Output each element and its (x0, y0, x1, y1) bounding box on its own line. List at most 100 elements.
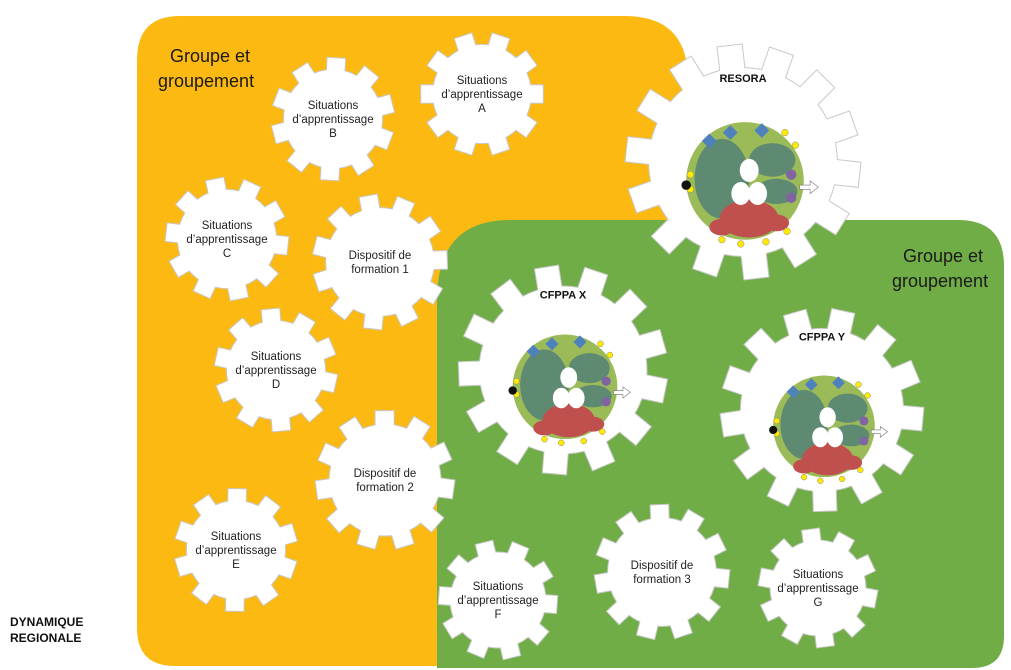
gear-resora-organism-yellow-node (791, 141, 800, 149)
gear-situations-e-label-line1: Situations (211, 531, 262, 543)
gear-resora-title: RESORA (719, 73, 766, 85)
gear-cfppa-y-organism-red-right (840, 455, 863, 470)
label-layer: Situationsd’apprentissageASituationsd’ap… (186, 73, 858, 621)
gear-situations-c-label-line3: C (223, 248, 231, 260)
gear-dispositif-2 (314, 410, 456, 550)
gear-situations-c-label-line2: d’apprentissage (186, 234, 267, 246)
gear-dispositif-1-label-line1: Dispositif de (349, 250, 412, 262)
gear-dispositif-1-shape (311, 193, 449, 331)
gear-resora-organism-purple-node (785, 192, 797, 203)
gear-cfppa-y-organism-yellow-node (864, 392, 871, 399)
gear-cfppa-y-organism-right-lobe (827, 393, 868, 423)
gear-situations-a-shape (420, 32, 544, 156)
gear-situations-f-label-line3: F (494, 609, 501, 621)
gear-situations-b-label-line3: B (329, 128, 337, 140)
gear-cfppa-y-organism-yellow-node (857, 466, 864, 474)
gear-situations-d-label-line1: Situations (251, 351, 302, 363)
gear-resora-organism-yellow-node (718, 236, 726, 244)
gear-situations-c-label-line1: Situations (202, 220, 253, 232)
gear-cfppa-y-organism-yellow-node (800, 474, 808, 481)
gear-cfppa-x-organism-black-node (508, 386, 517, 395)
gear-cfppa-x-organism-yellow-node (580, 437, 587, 445)
gear-resora-organism-yellow-node (686, 170, 695, 179)
gear-situations-a-label-line1: Situations (457, 75, 508, 87)
gear-cfppa-x-organism-yellow-node (606, 351, 614, 359)
gear-cfppa-x-organism-red-right (581, 416, 605, 432)
gear-situations-d-label-line3: D (272, 379, 280, 391)
gear-cfppa-y-organism-icon (769, 375, 889, 484)
gear-situations-f-label-line2: d’apprentissage (457, 595, 538, 607)
yellow-region-title-line2: groupement (158, 71, 254, 91)
gear-cfppa-x-organism-blue-node (573, 335, 587, 349)
gear-cfppa-x-organism-arrow (613, 386, 631, 399)
gear-dispositif-1-label-line2: formation 1 (351, 264, 409, 276)
gear-situations-f-label-line1: Situations (473, 581, 524, 593)
gear-layer (164, 32, 925, 661)
gear-situations-c (164, 176, 290, 302)
gear-dispositif-1 (311, 193, 449, 331)
gear-resora-organism-yellow-node (781, 128, 789, 137)
gear-dispositif-2-label-line1: Dispositif de (354, 468, 417, 480)
gear-cfppa-y-organism-yellow-node (855, 381, 862, 388)
yellow-region-title-line1: Groupe et (170, 46, 250, 66)
gear-resora-organism-yellow-node (762, 238, 770, 246)
gear-cfppa-y-organism-purple-node (859, 436, 869, 446)
gear-cfppa-x-organism-blue-node (526, 344, 540, 358)
gear-situations-e-label-line3: E (232, 559, 240, 571)
gear-situations-g-label-line2: d’apprentissage (777, 583, 858, 595)
gear-dispositif-2-shape (314, 410, 456, 550)
green-region-title-line1: Groupe et (903, 246, 983, 266)
gear-cfppa-y-organism-yellow-node (838, 475, 846, 483)
gear-cfppa-y-title: CFPPA Y (799, 332, 846, 344)
gear-situations-e-shape (173, 487, 299, 613)
gear-cfppa-x-organism-white-left (552, 387, 570, 409)
gear-dispositif-3-label-line1: Dispositif de (631, 560, 694, 572)
gear-dispositif-2-label-line2: formation 2 (356, 482, 414, 494)
gear-situations-e-label-line2: d’apprentissage (195, 545, 276, 557)
gear-situations-d (213, 307, 339, 433)
gear-cfppa-y-organism-red-left (793, 459, 815, 474)
gear-cfppa-x-organism-icon (508, 334, 631, 447)
gear-resora-organism-red-right (763, 214, 790, 232)
gear-resora-organism-white-left (731, 181, 751, 206)
footer-line2: REGIONALE (10, 631, 82, 645)
gear-cfppa-x-organism-yellow-node (558, 439, 565, 447)
gear-cfppa-y (719, 307, 925, 513)
green-region-title-line2: groupement (892, 271, 988, 291)
gear-situations-a-label-line2: d’apprentissage (441, 89, 522, 101)
gear-resora-organism-yellow-node (783, 227, 791, 235)
gear-cfppa-x-organism-yellow-node (597, 340, 604, 348)
gear-cfppa-x-organism-yellow-node (513, 377, 520, 385)
gear-situations-b-label-line2: d’apprentissage (292, 114, 373, 126)
gear-resora-organism-right-lobe (749, 143, 796, 177)
gear-cfppa-x-title: CFPPA X (540, 290, 587, 302)
gear-resora-organism-white-right (748, 181, 768, 206)
gear-situations-a-label-line3: A (478, 103, 486, 115)
gear-resora-organism-white-top (739, 158, 759, 182)
gear-cfppa-x-organism-red-core (542, 403, 595, 438)
footer-line1: DYNAMIQUE (10, 615, 84, 629)
footer-caption: DYNAMIQUE REGIONALE (10, 614, 83, 646)
gear-cfppa-y-organism-white-left (812, 427, 829, 448)
gear-cfppa-x-organism-yellow-node (541, 435, 548, 443)
gear-cfppa-x (457, 264, 669, 476)
gear-situations-d-label-line2: d’apprentissage (235, 365, 316, 377)
gear-situations-g-shape (757, 527, 879, 649)
gear-situations-g (757, 527, 879, 649)
gear-situations-e (173, 487, 299, 613)
gear-cfppa-x-organism-purple-node (601, 376, 611, 386)
gear-cfppa-x-organism-yellow-node (599, 428, 606, 435)
gear-resora-organism-blue-node (701, 133, 717, 149)
gear-resora-organism-red-core (719, 199, 779, 238)
gear-cfppa-x-organism-blue-node (545, 337, 559, 351)
gear-dispositif-3 (593, 503, 731, 641)
gear-cfppa-x-organism-red-left (533, 420, 556, 436)
gear-situations-b-label-line1: Situations (308, 100, 359, 112)
gear-resora-organism-arrow (799, 180, 819, 195)
gear-situations-d-shape (213, 307, 339, 433)
gear-cfppa-y-organism-arrow (870, 425, 889, 438)
gear-situations-a (420, 32, 544, 156)
gear-cfppa-y-organism-yellow-node (773, 417, 780, 425)
gear-resora (624, 43, 862, 281)
